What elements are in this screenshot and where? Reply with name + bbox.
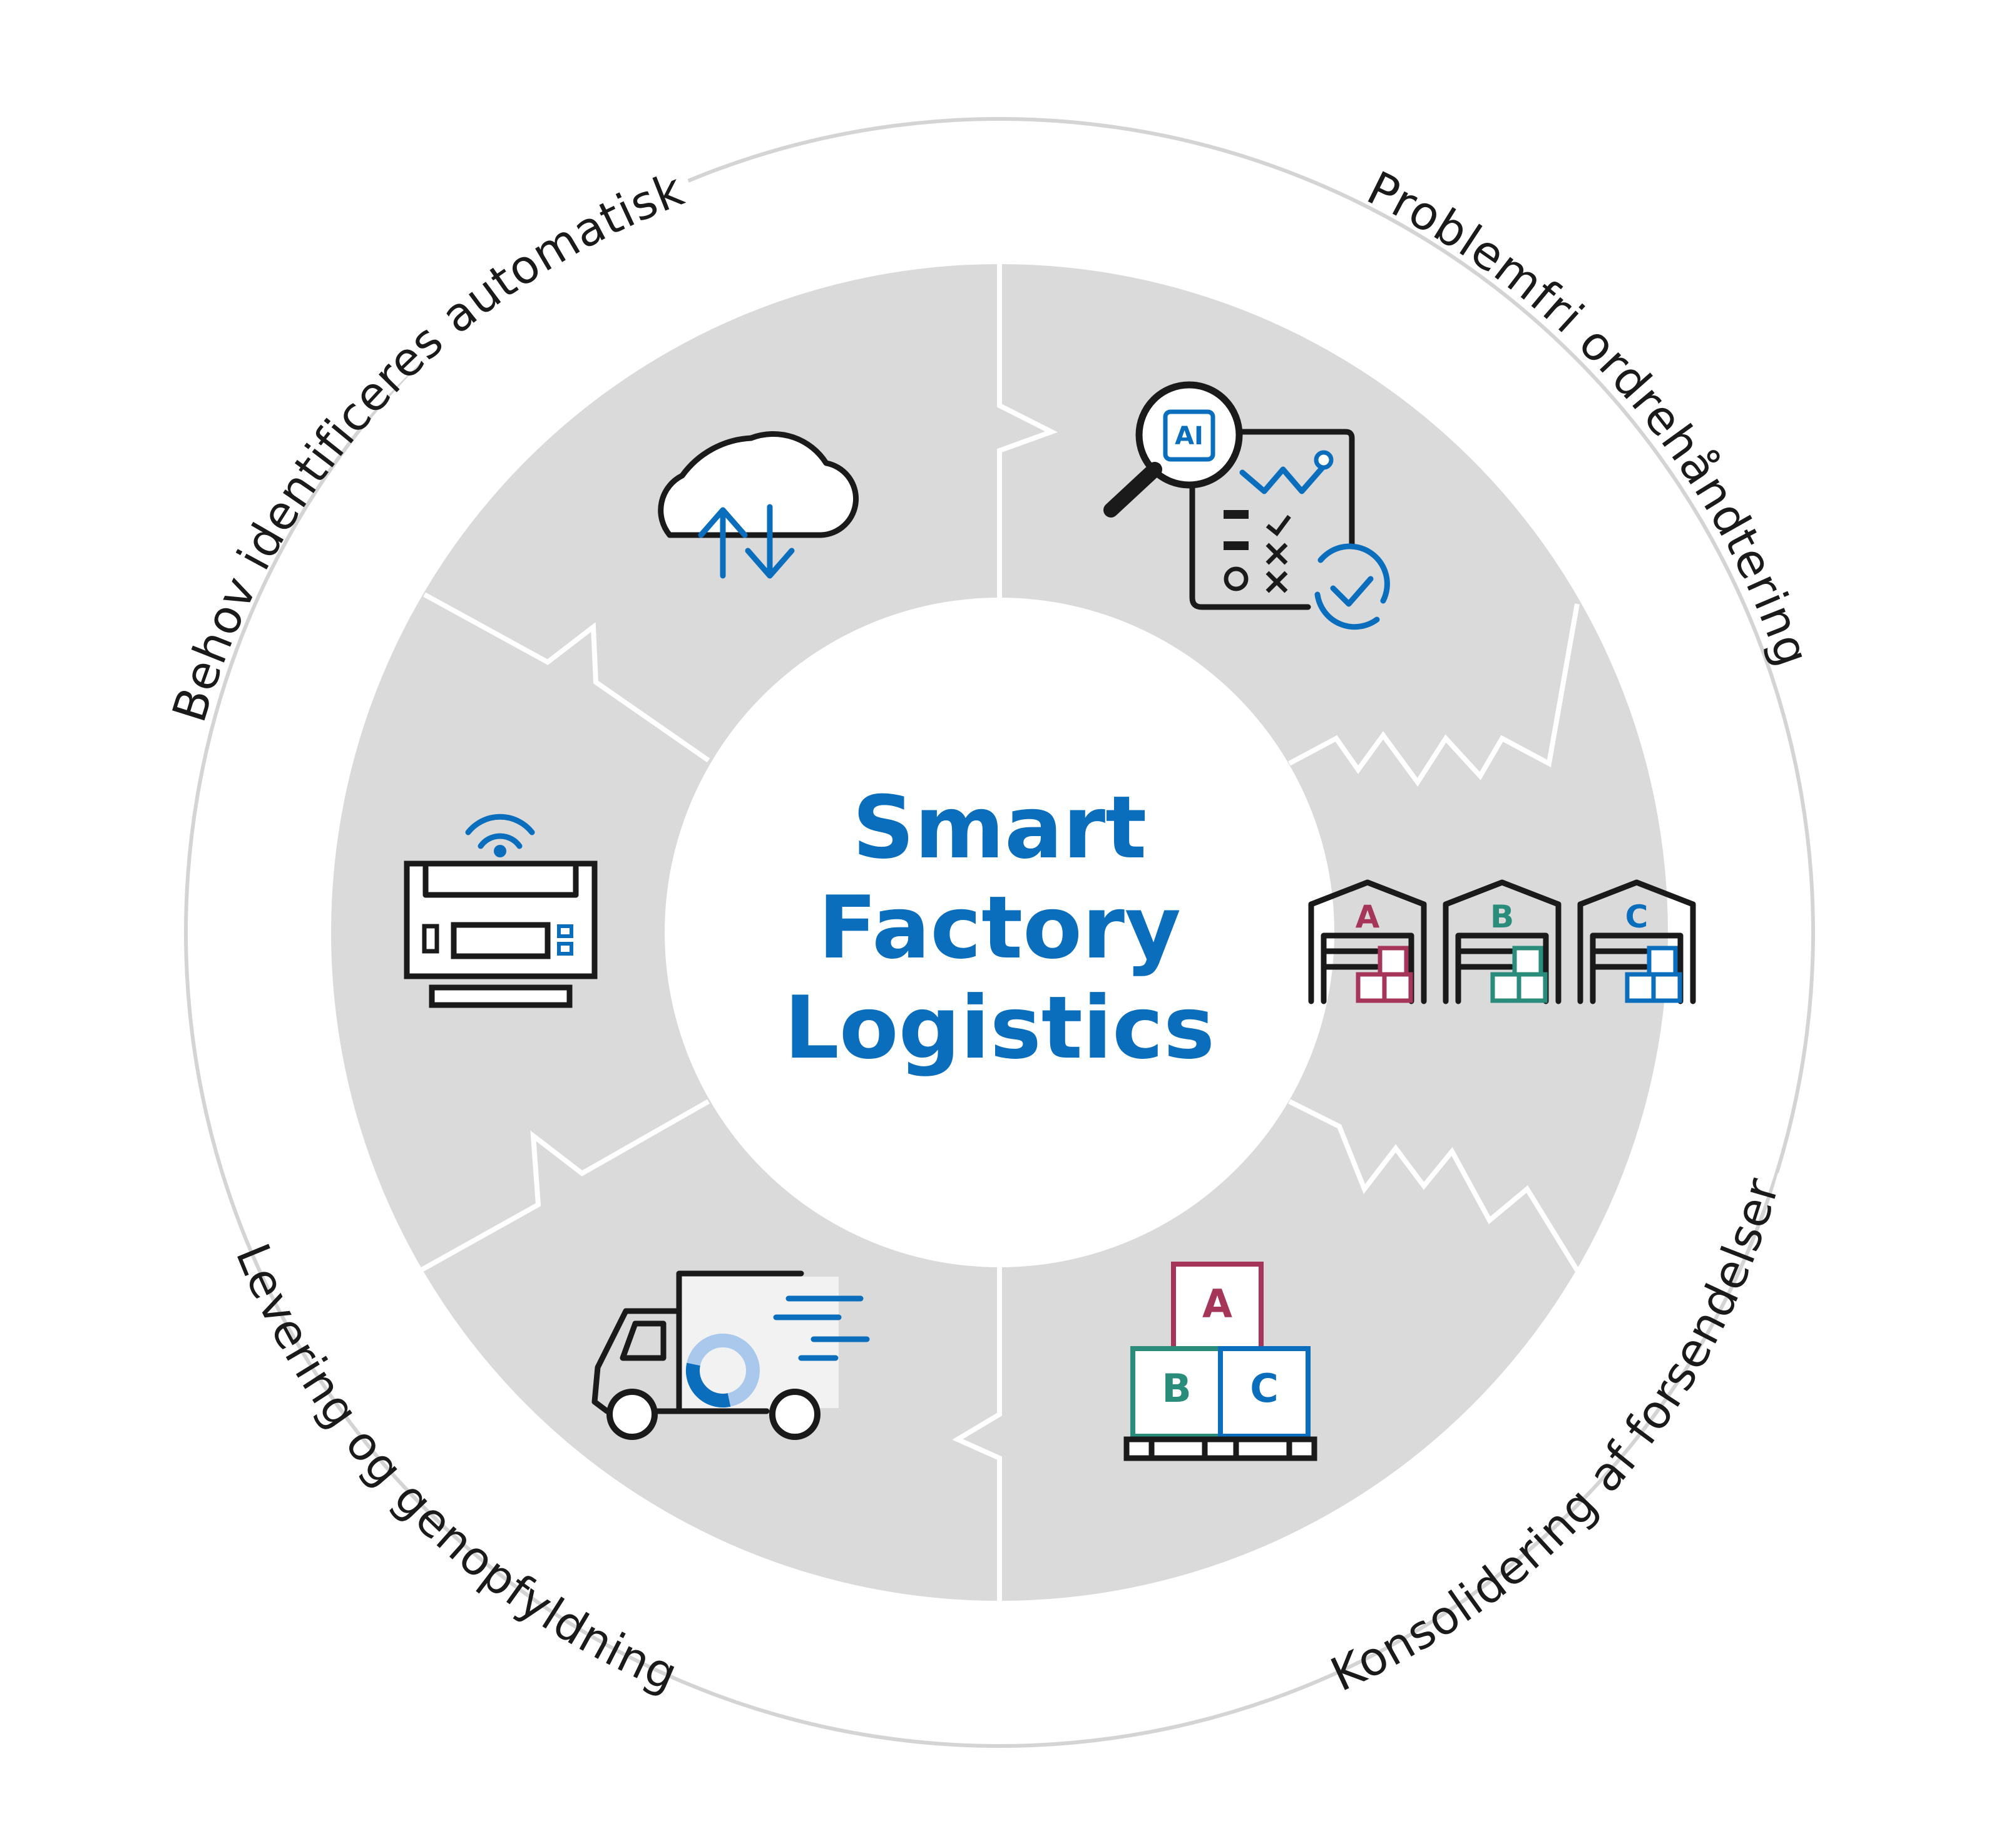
center-title: Smart Factory Logistics — [784, 777, 1215, 1078]
svg-text:Factory: Factory — [818, 877, 1181, 978]
svg-text:AI: AI — [1175, 422, 1204, 451]
svg-text:A: A — [1356, 899, 1380, 935]
svg-text:B: B — [1162, 1366, 1191, 1411]
pallet-boxes-icon: A B C — [1123, 1262, 1317, 1461]
cloud-sync-icon — [658, 431, 859, 579]
svg-text:A: A — [1202, 1281, 1232, 1327]
svg-text:B: B — [1490, 899, 1514, 935]
ring-seams — [419, 264, 1580, 1602]
svg-text:Logistics: Logistics — [784, 978, 1215, 1078]
warehouse-c: C — [1577, 879, 1696, 1004]
warehouses-abc-icon: A B C — [1308, 879, 1696, 1004]
svg-text:C: C — [1625, 899, 1649, 935]
ai-order-checklist-icon: AI — [1103, 381, 1390, 630]
svg-text:C: C — [1250, 1366, 1279, 1411]
svg-text:Smart: Smart — [852, 777, 1147, 878]
outer-ring — [184, 117, 1815, 1748]
wifi-device-icon — [404, 814, 598, 1008]
warehouse-a: A — [1308, 879, 1427, 1004]
warehouse-b: B — [1443, 879, 1562, 1004]
center-disc — [665, 598, 1334, 1267]
delivery-truck-icon — [591, 1270, 870, 1440]
